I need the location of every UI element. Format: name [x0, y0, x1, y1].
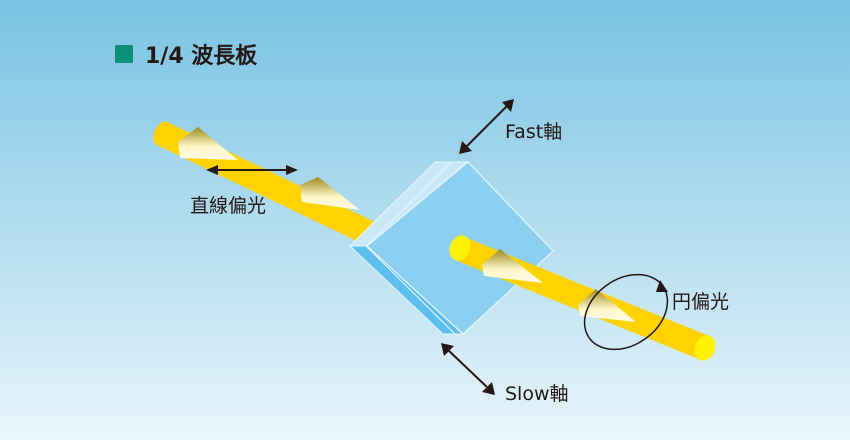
- linear-polarization-arrow: [206, 165, 298, 175]
- slow-axis-arrow: [441, 343, 495, 395]
- polarization-cone: [178, 127, 238, 160]
- outgoing-beam: [449, 235, 716, 361]
- fast-axis-label: Fast軸: [505, 121, 563, 143]
- polarization-cone: [300, 177, 360, 210]
- circular-polarization-label: 円偏光: [672, 291, 730, 313]
- incoming-beam: [153, 121, 375, 245]
- slow-axis-label: Slow軸: [505, 383, 569, 405]
- rotation-arrowhead: [656, 280, 668, 292]
- page-title: 1/4 波長板: [115, 38, 257, 70]
- title-marker-icon: [115, 45, 133, 63]
- fast-axis-arrow: [459, 99, 514, 154]
- polarization-cone: [578, 289, 636, 322]
- linear-polarization-label: 直線偏光: [190, 195, 267, 217]
- polarization-cone: [482, 249, 543, 283]
